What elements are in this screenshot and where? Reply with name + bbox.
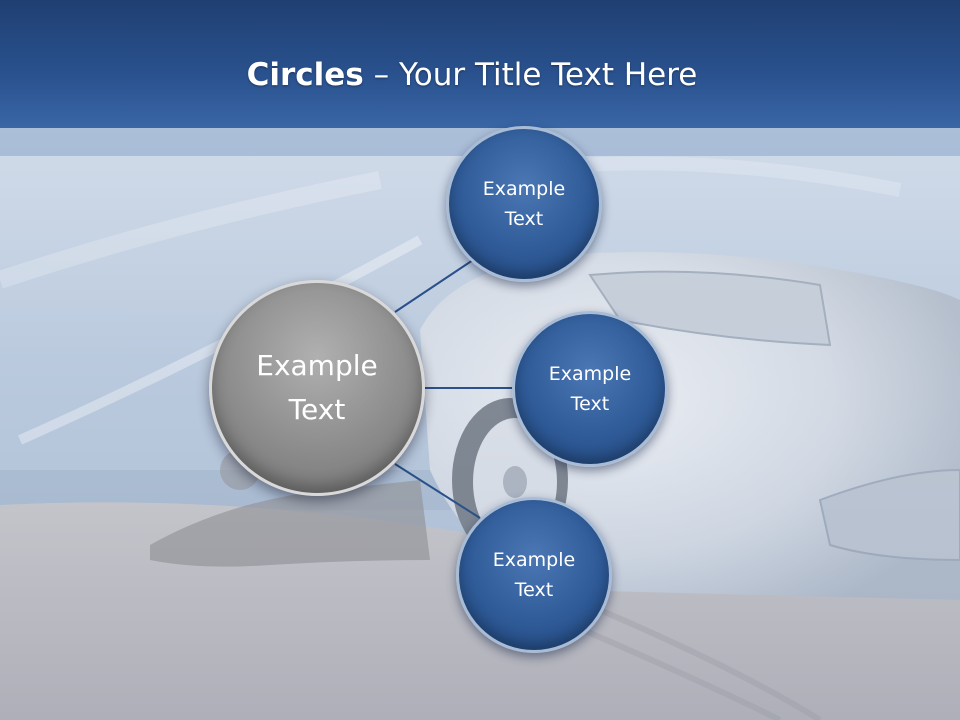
title-bold: Circles (246, 57, 364, 93)
satellite-circle-label: Example Text (482, 178, 566, 230)
connector-top (394, 257, 477, 313)
satellite-circle-label: Example Text (548, 363, 632, 415)
center-circle-label: Example Text (256, 349, 378, 426)
satellite-circle-label: Example Text (492, 549, 576, 601)
connector-bottom (394, 463, 481, 519)
satellite-circle-top[interactable]: Example Text (446, 126, 602, 282)
satellite-circle-middle[interactable]: Example Text (512, 311, 668, 467)
center-circle[interactable]: Example Text (209, 280, 425, 496)
satellite-circle-bottom[interactable]: Example Text (456, 497, 612, 653)
title-rest: – Your Title Text Here (363, 57, 698, 93)
slide-title: Circles – Your Title Text Here (0, 50, 944, 100)
